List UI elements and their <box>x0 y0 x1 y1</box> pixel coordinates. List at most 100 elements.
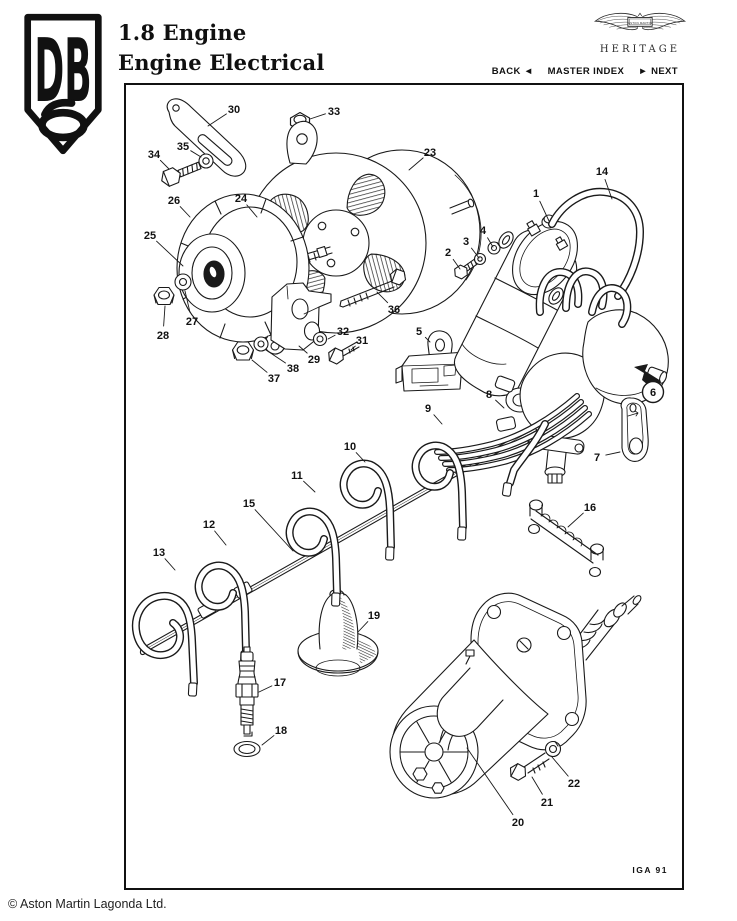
part-bolt-34 <box>161 161 202 187</box>
callout-leader-17 <box>258 685 273 693</box>
part-pulley-25 <box>178 233 246 313</box>
callout-leader-23 <box>408 157 424 171</box>
part-ht-leads <box>437 192 640 497</box>
callout-leader-33 <box>309 113 326 120</box>
brand-block: ASTON MARTIN HERITAGE <box>560 10 720 55</box>
part-washer-35 <box>198 153 214 169</box>
callout-leader-31 <box>350 345 356 351</box>
part-carrier-16 <box>527 499 605 578</box>
part-strap-30 <box>166 98 247 177</box>
callout-22: 22 <box>568 778 580 790</box>
part-nut-37 <box>231 341 255 361</box>
copyright-text: © Aston Martin Lagonda Ltd. <box>8 897 167 911</box>
callout-19: 19 <box>368 610 380 622</box>
callout-leader-12 <box>214 530 227 546</box>
part-washer-22 <box>544 740 562 758</box>
callout-31: 31 <box>356 335 368 347</box>
db6-logo: DB <box>24 13 102 155</box>
callout-leader-10 <box>355 452 366 463</box>
callout-37: 37 <box>268 373 280 385</box>
callout-leader-38 <box>265 349 286 364</box>
callout-leader-1 <box>539 200 550 222</box>
callout-5: 5 <box>416 326 422 338</box>
callout-34: 34 <box>148 149 161 161</box>
callout-leader-8 <box>495 399 505 409</box>
part-bracket-5 <box>395 330 467 392</box>
callout-9: 9 <box>425 403 431 415</box>
callout-leader-21 <box>531 776 543 795</box>
callout-leader-3 <box>471 247 480 259</box>
callout-leader-4 <box>487 237 494 248</box>
aston-martin-wings-icon: ASTON MARTIN <box>594 12 686 31</box>
callout-circle-6 <box>641 380 665 404</box>
part-washer-27 <box>174 273 192 291</box>
distributor-bosses <box>494 375 517 432</box>
callout-8: 8 <box>486 389 492 401</box>
part-washer-32 <box>312 331 328 347</box>
title-line2: Engine Electrical <box>118 50 325 75</box>
callout-leader-20 <box>466 747 514 816</box>
callout-18: 18 <box>275 725 287 737</box>
callout-leader-32 <box>327 334 336 340</box>
part-washer-4 <box>487 241 501 255</box>
callout-3: 3 <box>463 236 469 248</box>
callout-leader-14 <box>604 179 613 200</box>
callout-leader-15 <box>254 509 294 552</box>
callout-25: 25 <box>144 230 156 242</box>
nav-next-label: NEXT <box>651 66 678 77</box>
callout-1: 1 <box>533 188 539 200</box>
callout-20: 20 <box>512 817 524 829</box>
part-bolt-36 <box>339 268 407 308</box>
callout-leader-5 <box>424 336 431 343</box>
part-coil-1 <box>454 214 578 397</box>
callout-33: 33 <box>328 106 340 118</box>
callout-leader-13 <box>164 558 176 571</box>
callout-13: 13 <box>153 547 165 559</box>
callout-leader-29 <box>298 345 308 354</box>
part-washer-18 <box>233 740 261 758</box>
callout-leader-36 <box>376 291 389 304</box>
callout-leader-19 <box>357 621 369 633</box>
part-washer-3 <box>473 252 487 266</box>
callout-30: 30 <box>228 104 240 116</box>
part-grommet-19 <box>297 589 379 677</box>
back-arrow-icon: ◄ <box>523 66 534 77</box>
heritage-label: HERITAGE <box>599 44 681 55</box>
callout-leader-18 <box>261 735 275 746</box>
callout-leader-16 <box>567 512 584 528</box>
callout-23: 23 <box>424 147 436 159</box>
callout-7: 7 <box>594 452 600 464</box>
nav-master-index-button[interactable]: MASTER INDEX <box>548 66 625 77</box>
callout-27: 27 <box>186 316 198 328</box>
callout-leader-30 <box>207 113 227 127</box>
callout-14: 14 <box>596 166 609 178</box>
callout-38: 38 <box>287 363 299 375</box>
part-starter-20 <box>389 592 642 799</box>
nav-next-button[interactable]: ► NEXT <box>638 66 678 77</box>
callout-6: 6 <box>650 387 656 399</box>
catalog-nav: BACK ◄ MASTER INDEX ► NEXT <box>492 66 678 77</box>
nav-back-button[interactable]: BACK ◄ <box>492 66 534 77</box>
callout-36: 36 <box>388 304 400 316</box>
callout-16: 16 <box>584 502 596 514</box>
callout-leader-34 <box>159 159 170 170</box>
wings-label: ASTON MARTIN <box>628 21 652 25</box>
callout-12: 12 <box>203 519 215 531</box>
nav-index-label: MASTER INDEX <box>547 66 625 77</box>
callout-leader-11 <box>303 480 316 493</box>
callout-11: 11 <box>291 470 303 482</box>
nav-back-label: BACK <box>491 66 521 77</box>
callout-24: 24 <box>235 193 248 205</box>
callout-leader-22 <box>551 756 569 777</box>
callout-leader-24 <box>246 204 258 218</box>
callout-29: 29 <box>308 354 320 366</box>
callout-leader-28 <box>163 305 166 327</box>
callout-leader-37 <box>251 359 268 373</box>
callout-17: 17 <box>274 677 286 689</box>
callout-2: 2 <box>445 247 451 259</box>
callout-28: 28 <box>157 330 169 342</box>
callout-15: 15 <box>243 498 255 510</box>
part-bolt-21 <box>509 752 550 781</box>
